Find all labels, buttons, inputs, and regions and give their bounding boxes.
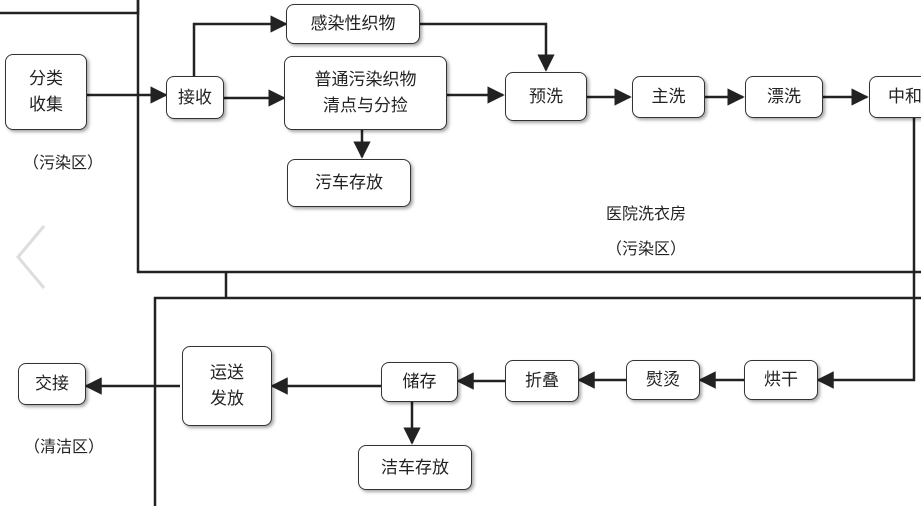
node-zhonghe: 中和 [869,76,921,118]
node-zhedie: 折叠 [505,360,579,402]
previous-arrow-icon[interactable] [12,222,52,292]
arrow-zhonghe-honggan [816,118,916,389]
arrow-jieshou-ganran [192,15,288,76]
node-yunsong-fafang: 运送 发放 [182,346,272,426]
node-ganran-zhiwu: 感染性织物 [286,4,420,44]
node-jiaojie: 交接 [18,363,86,405]
node-zhuxi: 主洗 [632,76,705,118]
node-yuntang: 熨烫 [626,360,700,400]
node-chucun: 储存 [381,362,458,402]
arrow-ganran-yuxi [420,22,555,72]
node-honggan: 烘干 [744,360,818,400]
node-fenlei-shouji: 分类 收集 [5,54,87,130]
laundry-room-label: 医院洗衣房 [606,204,687,223]
node-jieshou: 接收 [166,76,224,119]
laundry-zone-label: （污染区） [606,239,687,258]
node-putong-wuran: 普通污染织物 清点与分捡 [284,56,447,130]
top-left-frame-line [0,0,140,15]
node-wuche-cunfang: 污车存放 [287,159,411,207]
zone-label-wuran-left: （污染区） [23,153,104,172]
node-jieche-cunfang: 洁车存放 [358,445,472,490]
node-piaoxi: 漂洗 [745,76,823,118]
clean-zone-frame [153,296,921,506]
node-yuxi: 预洗 [505,72,587,121]
contaminated-zone-frame [136,0,921,274]
zone-label-qingjie-left: （清洁区） [24,437,105,456]
